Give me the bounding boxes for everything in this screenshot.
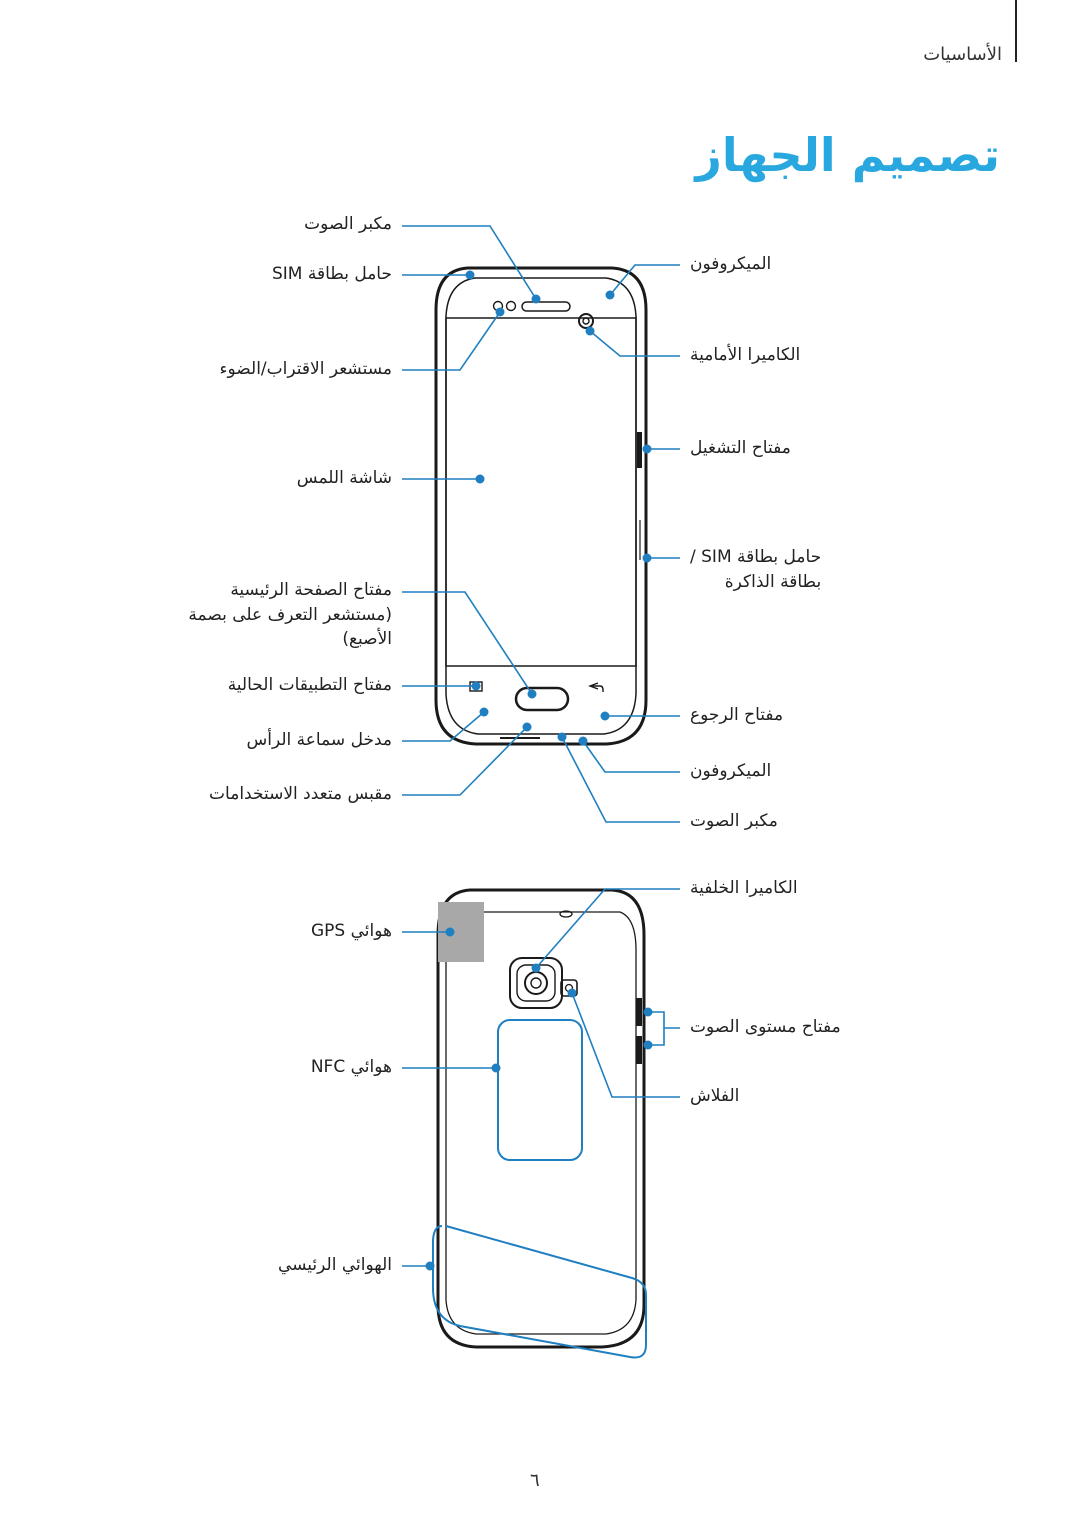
label-bottom-microphone: الميكروفون xyxy=(690,761,772,781)
label-proximity-light-sensor: مستشعر الاقتراب/الضوء xyxy=(219,359,392,379)
back-callout-lines xyxy=(402,888,680,1359)
label-volume-key: مفتاح مستوى الصوت xyxy=(690,1017,841,1037)
section-label: الأساسيات xyxy=(923,44,1002,65)
label-front-speaker: مكبر الصوت xyxy=(304,214,392,234)
front-callout-dots xyxy=(465,270,652,746)
front-phone-body xyxy=(434,266,648,746)
label-headset-jack: مدخل سماعة الرأس xyxy=(246,730,393,750)
page-title: تصميم الجهاز xyxy=(695,128,1000,182)
header-divider xyxy=(1015,0,1017,62)
label-bottom-speaker: مكبر الصوت xyxy=(690,811,778,831)
label-touchscreen: شاشة اللمس xyxy=(296,468,392,488)
page-number: ٦ xyxy=(530,1470,540,1491)
label-rear-camera: الكاميرا الخلفية xyxy=(690,878,798,898)
label-main-antenna: الهوائي الرئيسي xyxy=(277,1255,392,1275)
label-multipurpose-jack: مقبس متعدد الاستخدامات xyxy=(209,784,392,804)
label-sim-tray: حامل بطاقة SIM xyxy=(271,264,392,284)
label-power-key: مفتاح التشغيل xyxy=(690,438,791,458)
label-sim-memory-tray: حامل بطاقة SIM / بطاقة الذاكرة xyxy=(690,547,822,592)
back-phone-body xyxy=(436,888,646,1349)
label-back-key: مفتاح الرجوع xyxy=(690,705,784,725)
label-front-camera: الكاميرا الأمامية xyxy=(690,345,801,365)
label-nfc-antenna: هوائي NFC xyxy=(310,1057,392,1077)
label-flash: الفلاش xyxy=(690,1086,740,1106)
front-callout-lines xyxy=(402,225,680,823)
back-callout-dots xyxy=(425,927,653,1271)
label-home-key: مفتاح الصفحة الرئيسية (مستشعر التعرف على… xyxy=(188,580,392,650)
label-top-microphone: الميكروفون xyxy=(690,254,772,274)
label-gps-antenna: هوائي GPS xyxy=(311,921,392,941)
label-recent-apps-key: مفتاح التطبيقات الحالية xyxy=(227,675,392,695)
